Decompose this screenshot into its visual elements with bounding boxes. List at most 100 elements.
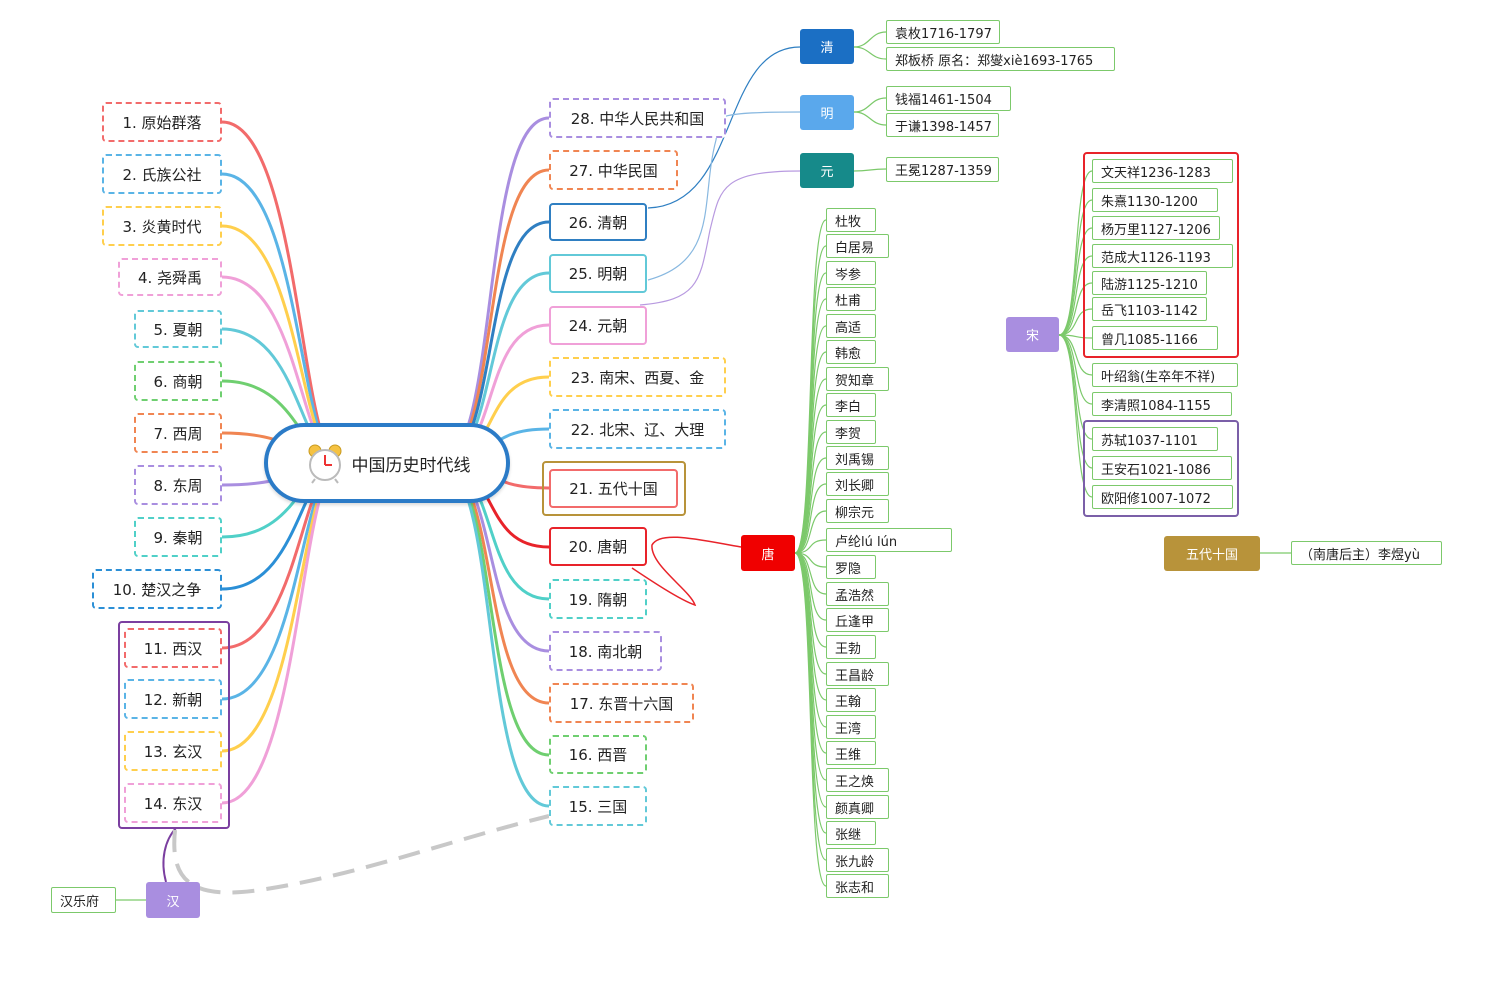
era-tang[interactable]: 20. 唐朝 (549, 527, 647, 566)
song-leaf[interactable]: 陆游1125-1210 (1092, 271, 1207, 295)
era-yanhuang[interactable]: 3. 炎黄时代 (102, 206, 222, 246)
qing-leaf[interactable]: 袁枚1716-1797 (886, 20, 1000, 44)
era-qing[interactable]: 26. 清朝 (549, 203, 647, 241)
era-sui[interactable]: 19. 隋朝 (549, 579, 647, 619)
era-western-han[interactable]: 11. 西汉 (124, 628, 222, 668)
connector-line (1058, 170, 1093, 336)
era-eastern-han[interactable]: 14. 东汉 (124, 783, 222, 823)
connector-line (1058, 308, 1093, 336)
connector-line (172, 814, 550, 895)
connector-line (1058, 255, 1093, 336)
tang-leaf[interactable]: 张志和 (826, 874, 889, 898)
connector-line (853, 31, 887, 48)
connector-line (794, 510, 827, 554)
tang-leaf[interactable]: 白居易 (826, 234, 889, 258)
tag-qing[interactable]: 清 (800, 29, 854, 64)
tang-leaf[interactable]: 刘长卿 (826, 472, 889, 496)
qing-leaf[interactable]: 郑板桥 原名：郑燮xiè1693-1765 (886, 47, 1115, 71)
tang-leaf[interactable]: 张九龄 (826, 848, 889, 872)
connector-line (794, 539, 827, 554)
song-leaf[interactable]: 欧阳修1007-1072 (1092, 485, 1233, 509)
era-western-jin[interactable]: 16. 西晋 (549, 735, 647, 774)
tang-leaf[interactable]: 杜牧 (826, 208, 876, 232)
tag-ming[interactable]: 明 (800, 95, 854, 130)
connector-line (853, 97, 887, 113)
tag-tang[interactable]: 唐 (741, 535, 795, 571)
tag-yuan[interactable]: 元 (800, 153, 854, 188)
era-eastern-zhou[interactable]: 8. 东周 (134, 465, 222, 505)
song-leaf[interactable]: 曾几1085-1166 (1092, 326, 1218, 350)
era-roc[interactable]: 27. 中华民国 (549, 150, 678, 190)
tang-leaf[interactable]: 贺知章 (826, 367, 889, 391)
tang-leaf[interactable]: 岑参 (826, 261, 876, 285)
song-leaf[interactable]: 杨万里1127-1206 (1092, 216, 1220, 240)
wudai-leaf[interactable]: （南唐后主）李煜yù (1291, 541, 1442, 565)
tang-leaf[interactable]: 王之焕 (826, 768, 889, 792)
tang-leaf[interactable]: 王维 (826, 741, 876, 765)
era-yuan[interactable]: 24. 元朝 (549, 306, 647, 345)
era-prc[interactable]: 28. 中华人民共和国 (549, 98, 726, 138)
era-qin[interactable]: 9. 秦朝 (134, 517, 222, 557)
han-leaf[interactable]: 汉乐府 (51, 887, 116, 913)
song-leaf[interactable]: 文天祥1236-1283 (1092, 159, 1233, 183)
era-xuan-han[interactable]: 13. 玄汉 (124, 731, 222, 771)
era-northern-song[interactable]: 22. 北宋、辽、大理 (549, 409, 726, 449)
connector-line (1058, 282, 1093, 336)
tag-song[interactable]: 宋 (1006, 317, 1059, 352)
connector-line (794, 431, 827, 554)
ming-leaf[interactable]: 钱福1461-1504 (886, 86, 1011, 111)
tang-leaf[interactable]: 王湾 (826, 715, 876, 739)
song-leaf[interactable]: 叶绍翁(生卒年不祥) (1092, 363, 1238, 387)
connector-line (794, 483, 827, 554)
tang-leaf[interactable]: 卢纶lú lún (826, 528, 952, 552)
tang-leaf[interactable]: 李白 (826, 393, 876, 417)
tag-han[interactable]: 汉 (146, 882, 200, 918)
tang-leaf[interactable]: 张继 (826, 821, 876, 845)
era-five-dynasties[interactable]: 21. 五代十国 (549, 469, 678, 508)
era-northern-southern[interactable]: 18. 南北朝 (549, 631, 662, 671)
center-topic-label: 中国历史时代线 (351, 455, 471, 476)
tang-leaf[interactable]: 李贺 (826, 420, 876, 444)
era-southern-song[interactable]: 23. 南宋、西夏、金 (549, 357, 726, 397)
era-xia[interactable]: 5. 夏朝 (134, 310, 222, 348)
era-primitive-tribes[interactable]: 1. 原始群落 (102, 102, 222, 142)
era-yao-shun-yu[interactable]: 4. 尧舜禹 (118, 258, 222, 296)
tag-wudai[interactable]: 五代十国 (1164, 536, 1260, 571)
era-shang[interactable]: 6. 商朝 (134, 361, 222, 401)
era-chu-han[interactable]: 10. 楚汉之争 (92, 569, 222, 609)
song-group-frame-north (1083, 420, 1239, 517)
connector-line (647, 111, 801, 281)
era-clan-commune[interactable]: 2. 氏族公社 (102, 154, 222, 194)
song-leaf[interactable]: 岳飞1103-1142 (1092, 297, 1207, 321)
connector-line (1058, 227, 1093, 336)
connector-line (1058, 199, 1093, 336)
tang-leaf[interactable]: 王翰 (826, 688, 876, 712)
tang-leaf[interactable]: 韩愈 (826, 340, 876, 364)
song-leaf[interactable]: 朱熹1130-1200 (1092, 188, 1218, 212)
tang-leaf[interactable]: 刘禹锡 (826, 446, 889, 470)
tang-leaf[interactable]: 孟浩然 (826, 582, 889, 606)
song-leaf[interactable]: 李清照1084-1155 (1092, 392, 1232, 416)
connector-line (1058, 334, 1093, 376)
tang-leaf[interactable]: 罗隐 (826, 555, 876, 579)
era-western-zhou[interactable]: 7. 西周 (134, 413, 222, 453)
tang-leaf[interactable]: 柳宗元 (826, 499, 889, 523)
era-xin[interactable]: 12. 新朝 (124, 679, 222, 719)
song-leaf[interactable]: 范成大1126-1193 (1092, 244, 1233, 268)
song-leaf[interactable]: 苏轼1037-1101 (1092, 427, 1218, 451)
ming-leaf[interactable]: 于谦1398-1457 (886, 113, 999, 137)
tang-leaf[interactable]: 杜甫 (826, 287, 876, 311)
tang-leaf[interactable]: 高适 (826, 314, 876, 338)
era-ming[interactable]: 25. 明朝 (549, 254, 647, 293)
tang-leaf[interactable]: 颜真卿 (826, 795, 889, 819)
connector-line (794, 457, 827, 554)
era-eastern-jin[interactable]: 17. 东晋十六国 (549, 683, 694, 723)
song-leaf[interactable]: 王安石1021-1086 (1092, 456, 1232, 480)
tang-leaf[interactable]: 丘逢甲 (826, 608, 889, 632)
era-three-kingdoms[interactable]: 15. 三国 (549, 786, 647, 826)
tang-leaf[interactable]: 王勃 (826, 635, 876, 659)
tang-leaf[interactable]: 王昌龄 (826, 662, 889, 686)
yuan-leaf[interactable]: 王冕1287-1359 (886, 157, 999, 182)
center-topic[interactable]: 中国历史时代线 (264, 423, 510, 503)
